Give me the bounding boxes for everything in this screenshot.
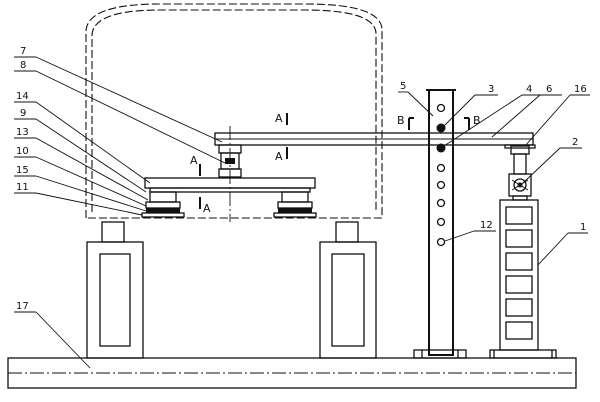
label-11: 11: [16, 182, 29, 193]
lower-beam: [144, 177, 316, 193]
label-17: 17: [16, 301, 29, 312]
right-pad-stack: [273, 191, 317, 218]
section-a-lower-2: A: [203, 202, 211, 215]
right-support-post: [489, 199, 557, 359]
section-marks-a: A A A A: [190, 112, 288, 215]
label-2: 2: [572, 137, 578, 148]
section-b-right: B: [473, 114, 481, 127]
coupling: [218, 126, 242, 222]
column-hole-6: [436, 237, 446, 247]
label-15: 15: [16, 165, 29, 176]
column-hole-4: [436, 198, 446, 208]
label-9: 9: [20, 108, 26, 119]
left-pier: [86, 221, 144, 359]
screw-jack: [508, 145, 532, 201]
pivot-pin-4: [436, 143, 446, 153]
housing-outline-inner: [91, 9, 377, 212]
column-hole-1: [436, 103, 446, 113]
housing-outline: [85, 3, 383, 219]
column-hole-3: [436, 180, 446, 190]
leader-lines: [14, 56, 590, 369]
left-pad-stack: [141, 191, 185, 218]
label-16: 16: [574, 84, 587, 95]
column-hole-5: [436, 217, 446, 227]
pivot-pin-3: [436, 123, 446, 133]
label-4: 4: [526, 84, 532, 95]
label-13: 13: [16, 127, 29, 138]
section-a-upper-2: A: [275, 150, 283, 163]
ground-base: [7, 357, 577, 389]
label-8: 8: [20, 60, 26, 71]
section-a-lower: A: [190, 154, 198, 167]
section-marks-b: B B: [397, 114, 481, 130]
label-12: 12: [480, 220, 493, 231]
label-3: 3: [488, 84, 494, 95]
middle-pier: [319, 221, 377, 359]
label-6: 6: [546, 84, 552, 95]
label-1: 1: [580, 222, 586, 233]
label-10: 10: [16, 146, 29, 157]
label-5: 5: [400, 81, 406, 92]
label-7: 7: [20, 46, 26, 57]
vertical-column: [413, 89, 467, 359]
label-14: 14: [16, 91, 29, 102]
upper-beam: [214, 132, 536, 149]
column-hole-2: [436, 163, 446, 173]
part-labels: 7 8 14 9 13 10 15 11 17 5 3 4 6 16 2 12 …: [16, 46, 587, 312]
section-a-upper: A: [275, 112, 283, 125]
section-b-left: B: [397, 114, 405, 127]
